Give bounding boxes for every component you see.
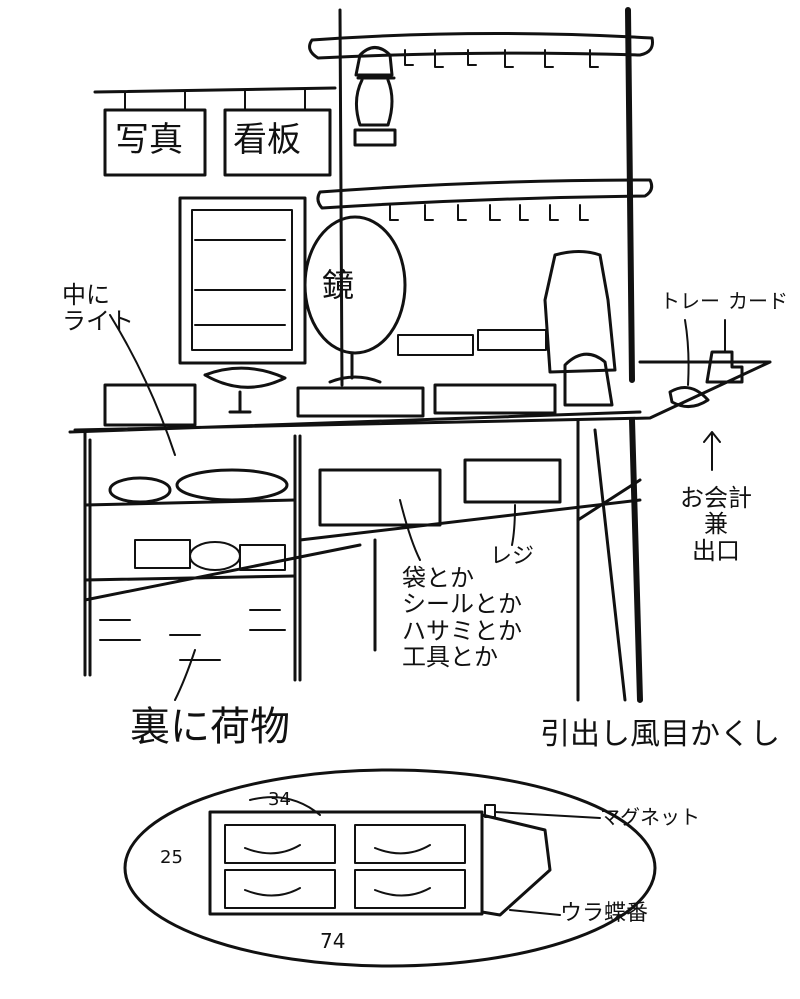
middle-hanging-rail <box>316 178 654 221</box>
sign-rail <box>93 86 337 94</box>
storage-note: 袋とか シールとか ハサミとか 工具とか <box>402 565 522 671</box>
necklace-bust <box>543 250 617 374</box>
drawer-screen <box>208 796 601 917</box>
light-box <box>103 383 197 427</box>
light-note: 中に ライト <box>62 282 134 335</box>
tray-item <box>668 386 710 408</box>
under-shelf <box>298 428 642 702</box>
photo-sign-label: 写真 <box>115 120 183 160</box>
display-case <box>178 196 307 365</box>
round-tray <box>203 366 287 414</box>
right-pole <box>625 7 643 703</box>
stacked-trays <box>397 329 547 356</box>
table-top <box>68 360 772 434</box>
checkout-line: 兼 <box>704 510 728 539</box>
mirror-label: 鏡 <box>322 266 355 304</box>
photo-sign <box>103 108 207 177</box>
dimension-height: 25 <box>160 847 183 868</box>
lantern-icon <box>353 46 397 147</box>
light-note-line: 中に <box>62 281 110 309</box>
storage-line: シールとか <box>402 590 522 619</box>
left-pole <box>338 8 344 387</box>
dimension-top: 34 <box>268 789 291 810</box>
checkout-line: お会計 <box>680 484 752 512</box>
left-shelves <box>83 468 362 661</box>
light-note-line: ライト <box>62 307 134 336</box>
mirror <box>303 215 407 384</box>
display-pad-left <box>296 386 425 418</box>
register-box <box>463 458 562 504</box>
card-label: カード <box>728 289 788 313</box>
register-label: レジ <box>490 544 535 569</box>
supplies-box <box>318 468 442 527</box>
magnet-label: マグネット <box>600 805 700 829</box>
storage-line: 工具とか <box>402 643 498 672</box>
hand-display <box>563 352 614 407</box>
drawer-detail-outline <box>123 768 657 968</box>
back-luggage-label: 裏に荷物 <box>130 704 290 750</box>
back-hinge-label: ウラ蝶番 <box>560 901 649 926</box>
display-pad-right <box>433 383 557 415</box>
signboard-label: 看板 <box>233 120 301 160</box>
checkout-line: 出口 <box>692 536 740 565</box>
dimension-total: 74 <box>320 929 346 953</box>
signboard <box>223 108 332 177</box>
storage-line: 袋とか <box>402 564 474 592</box>
drawer-screen-label: 引出し風目かくし <box>540 717 780 752</box>
card-stand <box>705 350 744 384</box>
checkout-exit-note: お会計 兼 出口 <box>680 484 752 565</box>
tray-label: トレー <box>660 289 720 313</box>
top-hanging-rail <box>308 31 654 68</box>
storage-line: ハサミとか <box>402 616 522 645</box>
